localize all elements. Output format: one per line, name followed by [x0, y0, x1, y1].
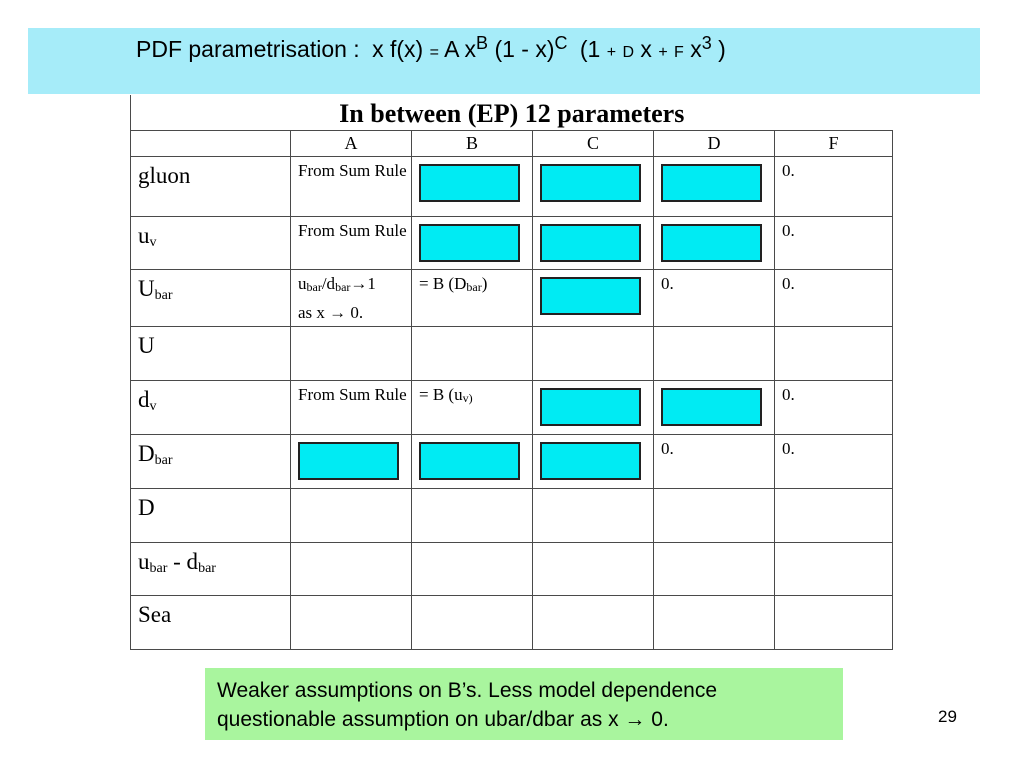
free-parameter-box: [540, 276, 641, 315]
header-a: A: [290, 129, 412, 157]
header-d: D: [653, 129, 775, 157]
cell-ubar-dbar-d: [653, 541, 775, 596]
row-label-d: D: [130, 487, 291, 543]
cell-dbar-f: 0.: [774, 433, 893, 489]
cell-uv-c: [532, 215, 654, 270]
cell-gluon-b: [411, 155, 533, 217]
table-row-dv: dv From Sum Rule = B (uv) 0.: [130, 379, 893, 435]
table-caption: In between (EP) 12 parameters: [130, 95, 893, 131]
table-row-dbar: Dbar 0. 0.: [130, 433, 893, 489]
cell-uv-f: 0.: [774, 215, 893, 270]
cell-sea-c: [532, 594, 654, 650]
cell-sea-d: [653, 594, 775, 650]
note-line-2: questionable assumption on ubar/dbar as …: [217, 708, 669, 731]
free-parameter-box: [298, 441, 399, 480]
free-parameter-box: [661, 163, 762, 202]
free-parameter-box: [419, 441, 520, 480]
table-header-row: A B C D F: [130, 129, 893, 157]
page-number: 29: [938, 707, 957, 726]
cell-u-b: [411, 325, 533, 381]
header-b: B: [411, 129, 533, 157]
cell-d-c: [532, 487, 654, 543]
cell-gluon-c: [532, 155, 654, 217]
cell-u-a: [290, 325, 412, 381]
free-parameter-box: [540, 387, 641, 426]
table-caption-row: In between (EP) 12 parameters: [130, 95, 893, 131]
cell-ubar-f: 0.: [774, 268, 893, 327]
cell-dv-d: [653, 379, 775, 435]
row-label-uv: uv: [130, 215, 291, 270]
free-parameter-box: [540, 223, 641, 262]
header-corner: [130, 129, 291, 157]
cell-gluon-d: [653, 155, 775, 217]
cell-dv-b: = B (uv): [411, 379, 533, 435]
row-label-gluon: gluon: [130, 155, 291, 217]
row-label-ubar-dbar: ubar - dbar: [130, 541, 291, 596]
free-parameter-box: [419, 163, 520, 202]
cell-uv-b: [411, 215, 533, 270]
cell-u-f: [774, 325, 893, 381]
free-parameter-box: [661, 223, 762, 262]
cell-sea-b: [411, 594, 533, 650]
cell-dbar-d: 0.: [653, 433, 775, 489]
cell-dbar-b: [411, 433, 533, 489]
cell-gluon-a: From Sum Rule: [290, 155, 412, 217]
cell-d-b: [411, 487, 533, 543]
cell-ubar-dbar-a: [290, 541, 412, 596]
cell-dbar-a: [290, 433, 412, 489]
cell-d-f: [774, 487, 893, 543]
cell-d-a: [290, 487, 412, 543]
cell-ubar-d: 0.: [653, 268, 775, 327]
cell-ubar-dbar-b: [411, 541, 533, 596]
row-label-u: U: [130, 325, 291, 381]
free-parameter-box: [540, 441, 641, 480]
cell-ubar-dbar-f: [774, 541, 893, 596]
header-c: C: [532, 129, 654, 157]
cell-u-d: [653, 325, 775, 381]
cell-ubar-b: = B (Dbar): [411, 268, 533, 327]
free-parameter-box: [540, 163, 641, 202]
note-line-1: Weaker assumptions on B’s. Less model de…: [217, 679, 718, 702]
header-f: F: [774, 129, 893, 157]
cell-dv-c: [532, 379, 654, 435]
table-row-sea: Sea: [130, 594, 893, 650]
cell-dbar-c: [532, 433, 654, 489]
cell-gluon-f: 0.: [774, 155, 893, 217]
row-label-ubar: Ubar: [130, 268, 291, 327]
cell-sea-a: [290, 594, 412, 650]
table-row-u: U: [130, 325, 893, 381]
cell-d-d: [653, 487, 775, 543]
cell-dv-a: From Sum Rule: [290, 379, 412, 435]
table-row-ubar-dbar: ubar - dbar: [130, 541, 893, 596]
slide-title: PDF parametrisation : x f(x) = A xB (1 -…: [136, 33, 726, 62]
table-row-d: D: [130, 487, 893, 543]
cell-sea-f: [774, 594, 893, 650]
row-label-sea: Sea: [130, 594, 291, 650]
note-box: Weaker assumptions on B’s. Less model de…: [205, 668, 843, 740]
title-banner: [28, 28, 980, 94]
row-label-dv: dv: [130, 379, 291, 435]
parameter-table: In between (EP) 12 parameters A B C D F …: [130, 95, 893, 650]
free-parameter-box: [419, 223, 520, 262]
cell-ubar-c: [532, 268, 654, 327]
cell-uv-d: [653, 215, 775, 270]
table-row-gluon: gluon From Sum Rule 0.: [130, 155, 893, 217]
cell-uv-a: From Sum Rule: [290, 215, 412, 270]
cell-u-c: [532, 325, 654, 381]
table-row-uv: uv From Sum Rule 0.: [130, 215, 893, 270]
cell-ubar-dbar-c: [532, 541, 654, 596]
cell-dv-f: 0.: [774, 379, 893, 435]
row-label-dbar: Dbar: [130, 433, 291, 489]
free-parameter-box: [661, 387, 762, 426]
